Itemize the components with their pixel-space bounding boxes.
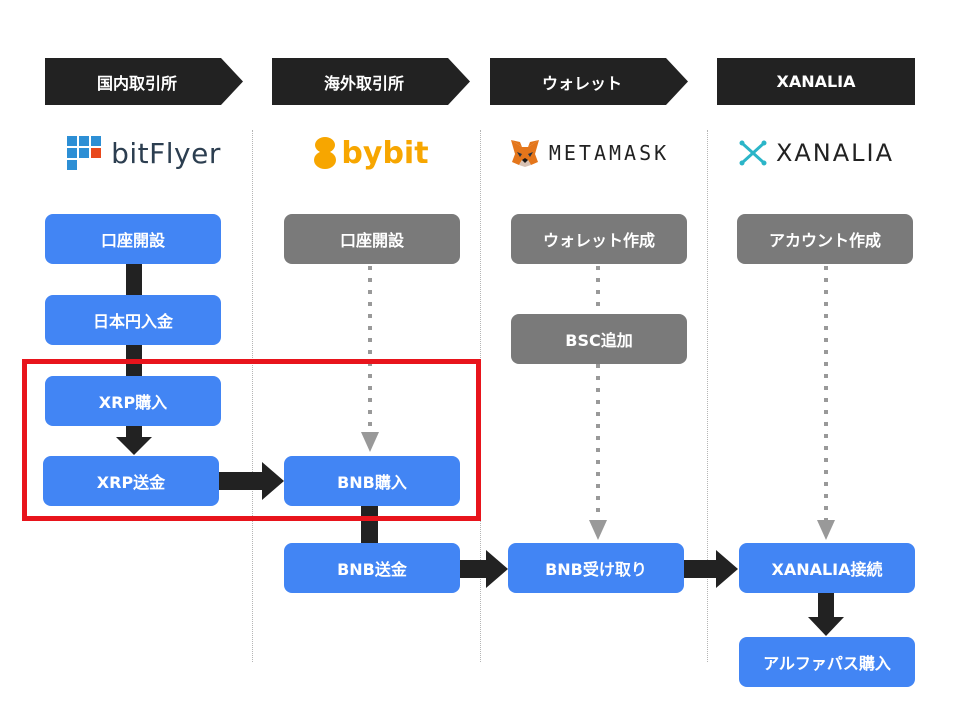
step-account-create: アカウント作成 bbox=[737, 214, 913, 264]
arrowhead-buy-to-send bbox=[116, 437, 152, 455]
metamask-logo-text: METAMASK bbox=[548, 141, 670, 165]
connector-bnb-buy-to-send bbox=[361, 505, 378, 543]
bitflyer-logo: bitFlyer bbox=[45, 130, 243, 176]
step-xrp-buy: XRP購入 bbox=[45, 376, 221, 426]
step-bybit-account-open: 口座開設 bbox=[284, 214, 460, 264]
step-label: XRP送金 bbox=[96, 473, 166, 492]
connector-buy-to-send bbox=[126, 425, 142, 439]
arrowhead-xrp-send-to-bnb-buy bbox=[262, 462, 284, 500]
step-label: 口座開設 bbox=[100, 231, 165, 250]
step-label: XANALIA接続 bbox=[771, 560, 883, 579]
metamask-logo: METAMASK bbox=[490, 130, 688, 176]
connector-bnb-send-to-receive bbox=[460, 560, 488, 578]
xanalia-logo: XANALIA bbox=[717, 130, 915, 176]
dotted-arrowhead-bybit bbox=[361, 432, 379, 452]
metamask-fox-icon bbox=[510, 140, 539, 167]
connector-xrp-send-to-bnb-buy bbox=[218, 472, 264, 490]
highlight-frame bbox=[22, 359, 481, 521]
step-label: BNB送金 bbox=[337, 560, 407, 579]
step-wallet-create: ウォレット作成 bbox=[511, 214, 687, 264]
column-header-label: 海外取引所 bbox=[323, 73, 404, 93]
step-label: BSC追加 bbox=[565, 331, 633, 350]
xanalia-logo-text: XANALIA bbox=[775, 139, 895, 167]
step-xanalia-connect: XANALIA接続 bbox=[739, 543, 915, 593]
bitflyer-grid-icon bbox=[67, 136, 102, 170]
step-bsc-add: BSC追加 bbox=[511, 314, 687, 364]
step-alphapass-buy: アルファパス購入 bbox=[739, 637, 915, 687]
xanalia-x-icon bbox=[739, 140, 767, 166]
step-bnb-receive: BNB受け取り bbox=[508, 543, 684, 593]
arrowhead-connect-to-alphapass bbox=[808, 617, 844, 636]
step-xrp-send: XRP送金 bbox=[43, 456, 219, 506]
column-separator bbox=[252, 130, 253, 662]
bybit-logo-text: bybit bbox=[341, 135, 429, 171]
step-bitflyer-account-open: 口座開設 bbox=[45, 214, 221, 264]
bitflyer-logo-text: bitFlyer bbox=[111, 136, 221, 170]
step-label: BNB受け取り bbox=[545, 560, 647, 579]
bybit-coin-icon bbox=[314, 137, 337, 169]
column-header-xanalia: XANALIA bbox=[717, 58, 915, 105]
dotted-arrowhead-metamask bbox=[589, 520, 607, 540]
step-label: アルファパス購入 bbox=[763, 654, 891, 673]
connector-open-to-deposit bbox=[126, 264, 142, 296]
step-label: 日本円入金 bbox=[92, 312, 173, 331]
column-separator bbox=[707, 130, 708, 662]
column-header-domestic-exchange: 国内取引所 bbox=[45, 58, 243, 105]
arrowhead-bnb-send-to-receive bbox=[486, 550, 508, 588]
step-label: BNB購入 bbox=[337, 473, 407, 492]
step-label: ウォレット作成 bbox=[542, 231, 655, 250]
connector-connect-to-alphapass bbox=[818, 593, 834, 619]
column-header-label: ウォレット bbox=[541, 73, 622, 93]
step-label: アカウント作成 bbox=[768, 231, 881, 250]
step-bnb-buy: BNB購入 bbox=[284, 456, 460, 506]
step-bnb-send: BNB送金 bbox=[284, 543, 460, 593]
column-header-label: 国内取引所 bbox=[96, 73, 177, 93]
bybit-logo: bybit bbox=[272, 130, 470, 176]
step-jpy-deposit: 日本円入金 bbox=[45, 295, 221, 345]
column-header-wallet: ウォレット bbox=[490, 58, 688, 105]
connector-receive-to-connect bbox=[684, 560, 718, 578]
step-label: XRP購入 bbox=[98, 393, 168, 412]
dotted-arrowhead-xanalia bbox=[817, 520, 835, 540]
column-header-label: XANALIA bbox=[776, 72, 856, 91]
column-header-overseas-exchange: 海外取引所 bbox=[272, 58, 470, 105]
step-label: 口座開設 bbox=[339, 231, 404, 250]
arrowhead-receive-to-connect bbox=[716, 550, 738, 588]
